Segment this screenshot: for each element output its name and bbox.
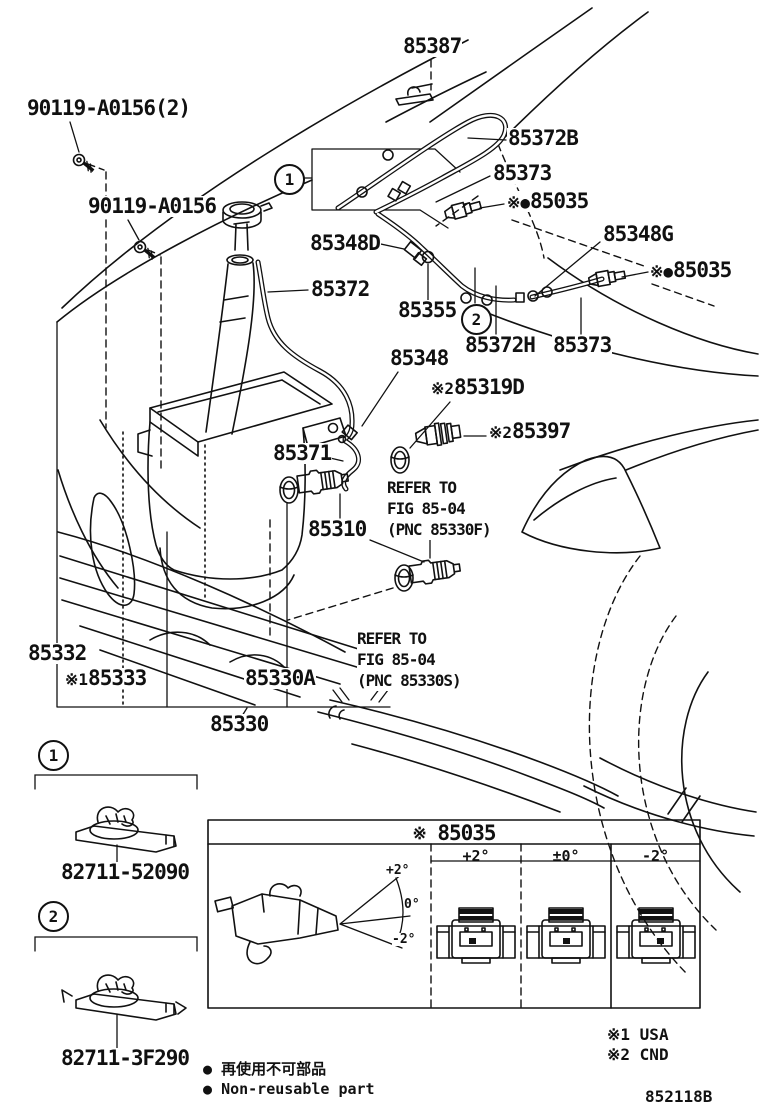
marker-2-item: 2	[38, 901, 69, 932]
part-label-82711-3F290: 82711-3F290	[60, 1046, 190, 1070]
part-label-85348: 85348	[389, 346, 449, 370]
legend-usa: ※1 USA	[607, 1025, 669, 1044]
hose-fittings	[337, 83, 627, 444]
ref-mark-2: ※2	[431, 379, 455, 398]
part-number: 85333	[88, 666, 147, 690]
ref-mark-1: ※1	[65, 670, 89, 689]
nozzle-side-view	[214, 873, 411, 965]
legend-en-text: Non-reusable part	[221, 1080, 375, 1098]
refer-line: REFER TO	[387, 478, 457, 497]
refer-line: REFER TO	[357, 629, 427, 648]
fan-angle-minus2: -2°	[392, 932, 416, 947]
refer-note-85330S: REFER TO FIG 85-04 (PNC 85330S)	[357, 628, 462, 691]
part-label-82711-52090: 82711-52090	[60, 860, 190, 884]
car-body-outline	[56, 7, 759, 976]
part-label-85310: 85310	[307, 517, 367, 541]
ref-mark: ※	[412, 824, 426, 844]
part-number: 85035	[673, 258, 732, 282]
table-col-minus2: -2°	[641, 847, 670, 865]
leader-lines	[69, 59, 715, 703]
spec-table	[207, 819, 701, 1009]
washer-nozzle-85035-lower	[587, 267, 627, 289]
figure-code: 852118B	[645, 1087, 713, 1106]
refer-line: (PNC 85330S)	[357, 671, 462, 690]
part-label-90119-a0156-x2: 90119-A0156(2)	[26, 96, 191, 120]
fan-angle-plus2: +2°	[386, 863, 410, 878]
part-label-85372: 85372	[310, 277, 370, 301]
marker-2-main: 2	[461, 304, 492, 335]
marker-2-item-text: 2	[48, 907, 59, 926]
part-label-85372H: 85372H	[464, 333, 536, 357]
legend-nonreusable-jp: ● 再使用不可部品	[203, 1060, 326, 1078]
fan-angle-zero: 0°	[404, 897, 420, 912]
part-label-85333: ※185333	[64, 668, 147, 689]
table-col-zero: ±0°	[552, 847, 580, 865]
part-label-85035-lower: ※●85035	[649, 260, 732, 281]
washer-tank	[137, 201, 347, 610]
clip-items	[34, 774, 198, 1049]
part-label-85373-upper: 85373	[492, 161, 552, 185]
part-label-85330: 85330	[209, 712, 269, 736]
part-label-85348D: 85348D	[309, 231, 381, 255]
refer-line: (PNC 85330F)	[387, 520, 492, 539]
marker-1-item-text: 1	[48, 746, 59, 765]
part-label-85372B: 85372B	[507, 126, 579, 150]
ref-mark-bullet: ※●	[650, 262, 674, 281]
legend-jp-text: 再使用不可部品	[221, 1060, 327, 1078]
part-label-85371: 85371	[272, 441, 332, 465]
part-number: 85035	[530, 189, 589, 213]
refer-line: FIG 85-04	[357, 650, 436, 669]
part-label-85319D: ※285319D	[430, 377, 525, 398]
part-label-90119-a0156: 90119-A0156	[87, 194, 217, 218]
refer-note-85330F: REFER TO FIG 85-04 (PNC 85330F)	[387, 477, 492, 540]
part-label-85387: 85387	[402, 34, 462, 58]
table-title-85035: ※ 85035	[208, 823, 700, 844]
marker-1-item: 1	[38, 740, 69, 771]
part-label-85330A: 85330A	[244, 666, 316, 690]
legend-nonreusable-en: ● Non-reusable part	[203, 1080, 375, 1098]
ref-mark-2: ※2	[489, 423, 513, 442]
part-label-85332: 85332	[27, 641, 87, 665]
part-label-85035-upper: ※●85035	[506, 191, 589, 212]
part-label-85373-lower: 85373	[552, 333, 612, 357]
region-box-lines	[56, 148, 461, 717]
marker-1-text: 1	[284, 170, 295, 189]
marker-1-main: 1	[274, 164, 305, 195]
part-label-85397: ※285397	[488, 421, 571, 442]
part-label-85348G: 85348G	[602, 222, 674, 246]
table-title-number: 85035	[437, 821, 496, 845]
bullet-icon: ●	[203, 1080, 213, 1098]
part-label-85355: 85355	[397, 298, 457, 322]
legend-cnd: ※2 CND	[607, 1045, 669, 1064]
part-number: 85397	[512, 419, 571, 443]
washer-nozzle-85035-upper	[442, 197, 483, 222]
table-col-plus2: +2°	[462, 847, 490, 865]
ref-mark-bullet: ※●	[507, 193, 531, 212]
marker-2-text: 2	[471, 310, 482, 329]
part-number: 85319D	[454, 375, 525, 399]
bullet-icon: ●	[203, 1060, 213, 1078]
refer-line: FIG 85-04	[387, 499, 466, 518]
